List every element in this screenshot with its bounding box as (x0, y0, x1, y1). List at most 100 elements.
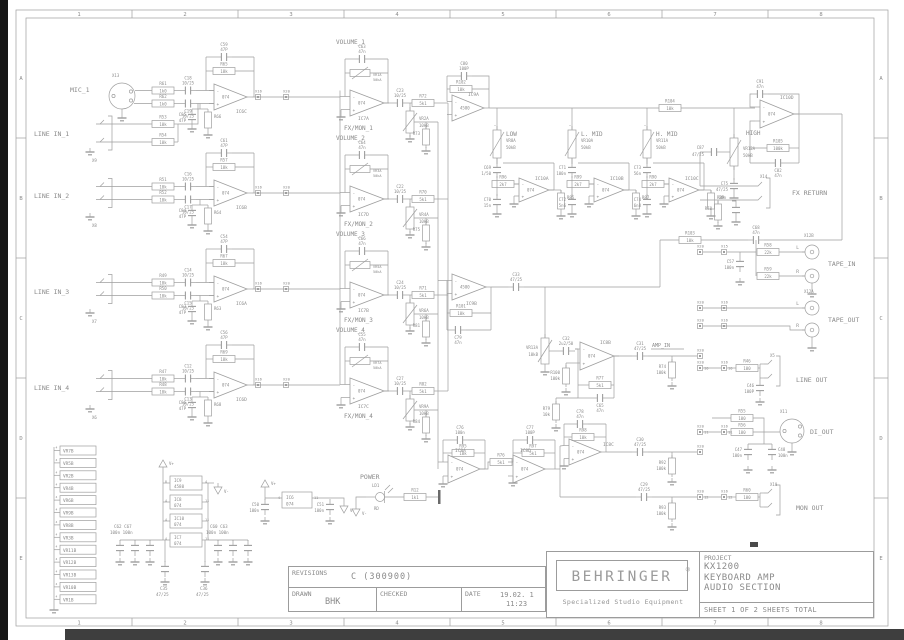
label: + (217, 199, 220, 204)
project-line2: KEYBOARD AMP (704, 572, 776, 583)
connector-pad (699, 431, 701, 433)
frame-column-label: 7 (713, 12, 716, 18)
label: + (217, 295, 220, 300)
opamp (213, 83, 249, 111)
label: - (455, 280, 458, 285)
connector-pad (699, 325, 701, 327)
label: 100k (656, 370, 666, 375)
label: IC10A (535, 176, 549, 182)
label: 10kB (528, 352, 538, 357)
label: 10k (457, 87, 465, 92)
label: + (217, 391, 220, 396)
pot-wiper (351, 66, 369, 80)
label: 10/25 (182, 273, 195, 278)
label: 50kA (373, 174, 382, 178)
opamp (593, 177, 626, 203)
section-label-line-out: LINE OUT (796, 376, 827, 384)
label: X20 (697, 444, 705, 449)
frame-row-label: D (19, 436, 22, 442)
label: C27 (396, 376, 404, 381)
label: 50kB (581, 145, 591, 150)
label: VR4A (419, 212, 429, 217)
label: 10k (686, 238, 694, 243)
label: R58 (764, 243, 772, 248)
wire (480, 461, 490, 470)
label: - (568, 123, 571, 129)
label: 100n 100n (206, 530, 229, 535)
label: C13 (184, 397, 192, 402)
label: 47P (220, 239, 228, 244)
label: 22k (764, 274, 772, 279)
pot-gang-label: VR6B (63, 498, 74, 504)
label: 1k0 (159, 88, 167, 93)
frame-column-label: 5 (501, 621, 504, 627)
label: C33 (512, 272, 520, 277)
label: 10k (459, 451, 467, 456)
label: C51 (317, 502, 325, 507)
label: IC7C (358, 404, 369, 410)
label: R57 (220, 158, 228, 163)
brand-cell: BEHRINGER ® Specialized Studio Equipment (547, 552, 700, 617)
label: C76 (456, 425, 464, 430)
label: 47n (576, 414, 584, 419)
label: R47 (159, 369, 167, 374)
label: 10k (159, 293, 167, 298)
label: - (217, 378, 220, 383)
pot-wiper (726, 139, 742, 165)
pot-gang-label: VR4B (63, 486, 74, 492)
label: + (763, 120, 766, 125)
label: 50kA (373, 78, 382, 82)
connector-pad (285, 192, 287, 194)
label: - (516, 461, 519, 466)
label: L (796, 301, 799, 307)
wire (559, 445, 565, 447)
label: VR13A (526, 345, 539, 350)
connector-pad (699, 496, 701, 498)
section-label-fxmon: FX/MON_1 (344, 125, 373, 132)
wire (330, 497, 345, 502)
label: VR10A (581, 138, 594, 143)
frame-row-label: A (19, 76, 23, 82)
label: RD (374, 506, 379, 511)
label: 10k (159, 389, 167, 394)
label: 47n (358, 337, 366, 342)
label: C18 (184, 76, 192, 81)
label: + (516, 475, 519, 480)
label: R84 (413, 419, 421, 424)
resistor (204, 207, 212, 225)
label: 5k1 (596, 383, 604, 388)
label: IC8D (520, 448, 531, 454)
label: R62 (159, 94, 167, 99)
label: R64 (214, 210, 222, 215)
opamp (349, 377, 386, 405)
label: 2k7 (574, 182, 582, 187)
label: 4 (56, 532, 58, 536)
pot-wiper (402, 208, 418, 228)
pot-wiper (351, 354, 369, 368)
label: C36 (200, 586, 208, 591)
section-label-line-in: LINE IN_2 (34, 192, 69, 200)
label: C84 (179, 208, 187, 213)
pot-gang-label: VR5B (63, 461, 74, 467)
label: 50kA (373, 366, 382, 370)
connector-pad (285, 384, 287, 386)
label: 47n (596, 408, 604, 413)
label: C22 (396, 184, 404, 189)
label: IC7 (174, 535, 182, 540)
label: 4 (56, 520, 58, 524)
label: 15n (484, 203, 492, 208)
label: R75 (413, 227, 421, 232)
opamp (213, 371, 249, 399)
connector-pad (257, 192, 259, 194)
label: R54 (159, 133, 167, 138)
label: 47n (358, 241, 366, 246)
label: + (353, 205, 356, 210)
frame-row-label: C (879, 316, 882, 322)
connector-pad (255, 190, 261, 196)
resistor (422, 320, 430, 338)
label: X12B (804, 233, 814, 238)
opamp (213, 275, 249, 303)
label: C74 (634, 197, 642, 202)
label: 100k (656, 511, 666, 516)
pot-gang-label: VR9B (63, 511, 74, 517)
